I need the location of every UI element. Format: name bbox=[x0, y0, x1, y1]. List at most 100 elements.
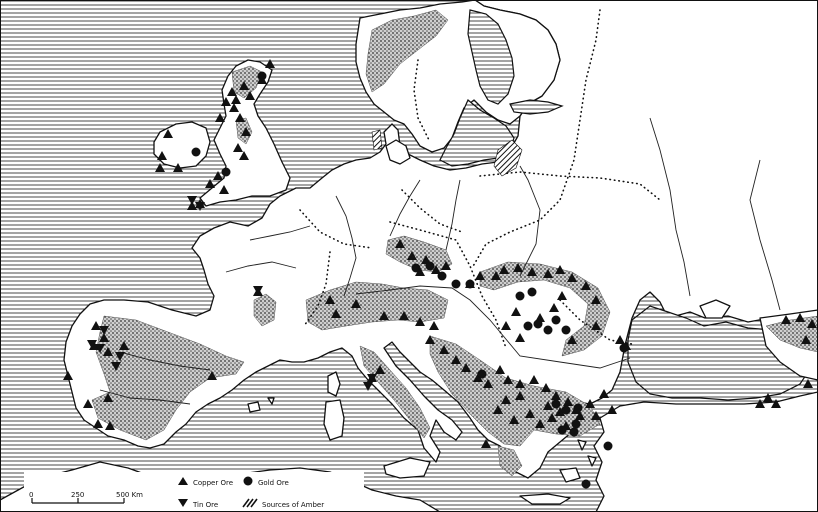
copper-ore-marker bbox=[541, 383, 551, 392]
gold-ore-marker bbox=[437, 271, 447, 281]
scandinavian-mountains bbox=[365, 9, 449, 93]
copper-ore-marker bbox=[555, 265, 565, 274]
crimea bbox=[699, 299, 731, 319]
copper-ore-marker bbox=[439, 345, 449, 354]
copper-ore-marker bbox=[607, 405, 617, 414]
copper-ore-marker bbox=[615, 335, 625, 344]
copper-ore-marker bbox=[407, 251, 417, 260]
copper-ore-marker bbox=[63, 371, 73, 380]
copper-ore-marker bbox=[245, 91, 255, 100]
gold-ore-marker bbox=[571, 419, 581, 429]
copper-ore-marker bbox=[535, 419, 545, 428]
vistula-river bbox=[519, 165, 541, 277]
gold-ore-marker bbox=[257, 71, 267, 81]
gold-ore-marker bbox=[603, 441, 613, 451]
gulf-of-finland bbox=[509, 99, 564, 115]
copper-ore-marker bbox=[219, 185, 229, 194]
copper-ore-marker bbox=[91, 321, 101, 330]
copper-ore-marker bbox=[781, 315, 791, 324]
balearics bbox=[247, 397, 275, 413]
copper-ore-marker bbox=[511, 307, 521, 316]
gold-ore-marker bbox=[425, 261, 435, 271]
legend-amber-label: Sources of Amber bbox=[262, 501, 324, 509]
gold-ore-marker bbox=[477, 369, 487, 379]
elbe-oder-rivers bbox=[389, 179, 461, 251]
copper-ore-marker bbox=[395, 239, 405, 248]
gold-ore-marker bbox=[411, 263, 421, 273]
amber-symbol bbox=[242, 498, 258, 508]
copper-ore-marker bbox=[803, 379, 813, 388]
copper-ore-marker bbox=[119, 341, 129, 350]
gold-ore-marker bbox=[581, 479, 591, 489]
don-river bbox=[749, 159, 781, 311]
gold-ore-marker bbox=[523, 321, 533, 331]
copper-ore-marker bbox=[551, 391, 561, 400]
tin-ore-marker bbox=[187, 196, 197, 205]
tin-ore-marker bbox=[99, 326, 109, 335]
copper-ore-marker bbox=[441, 261, 451, 270]
anatolia bbox=[593, 391, 818, 512]
culture-border bbox=[413, 59, 431, 143]
copper-ore-marker bbox=[549, 303, 559, 312]
copper-ore-marker bbox=[105, 421, 115, 430]
copper-ore-marker bbox=[567, 273, 577, 282]
copper-ore-marker bbox=[187, 201, 197, 210]
copper-ore-marker bbox=[801, 335, 811, 344]
copper-ore-marker bbox=[575, 411, 585, 420]
copper-ore-marker bbox=[515, 391, 525, 400]
legend-gold-label: Gold Ore bbox=[258, 479, 289, 487]
gold-ore-marker bbox=[515, 291, 525, 301]
tin-ore-marker bbox=[253, 286, 263, 295]
gold-ore-marker bbox=[451, 279, 461, 289]
copper-ore-marker bbox=[157, 151, 167, 160]
gulf-of-bothnia bbox=[467, 9, 515, 105]
copper-ore-marker bbox=[431, 265, 441, 274]
copper-ore-marker bbox=[233, 143, 243, 152]
copper-ore-marker bbox=[557, 291, 567, 300]
culture-border bbox=[389, 221, 507, 349]
copper-ore-marker bbox=[213, 171, 223, 180]
baltic-sea bbox=[439, 99, 515, 167]
tin-ore-marker bbox=[87, 340, 97, 349]
copper-ore-marker bbox=[207, 371, 217, 380]
copper-ore-marker bbox=[503, 375, 513, 384]
copper-ore-marker bbox=[239, 151, 249, 160]
carpathians bbox=[479, 261, 611, 357]
copper-ore-marker bbox=[325, 295, 335, 304]
copper-ore-marker bbox=[215, 113, 225, 122]
amber-source bbox=[371, 129, 383, 151]
scale-zero: 0 bbox=[29, 491, 33, 499]
pyrenees-iberia bbox=[91, 315, 245, 441]
copper-ore-marker bbox=[493, 405, 503, 414]
culture-border bbox=[559, 299, 633, 345]
tin-ore-marker bbox=[195, 202, 205, 211]
gold-ore-marker bbox=[557, 425, 567, 435]
copper-ore-symbol bbox=[178, 477, 188, 485]
copper-ore-marker bbox=[415, 317, 425, 326]
greece-mountains bbox=[497, 445, 523, 477]
copper-ore-marker bbox=[491, 271, 501, 280]
gold-ore-marker bbox=[465, 279, 475, 289]
copper-ore-marker bbox=[515, 333, 525, 342]
copper-ore-marker bbox=[529, 375, 539, 384]
copper-ore-marker bbox=[173, 163, 183, 172]
copper-ore-marker bbox=[591, 411, 601, 420]
map-legend: Copper Ore Tin Ore Gold Ore Sources of A… bbox=[24, 472, 364, 512]
gold-ore-symbol bbox=[243, 476, 253, 486]
copper-ore-marker bbox=[227, 87, 237, 96]
copper-ore-marker bbox=[555, 407, 565, 416]
copper-ore-marker bbox=[567, 335, 577, 344]
copper-ore-marker bbox=[483, 379, 493, 388]
gold-ore-marker bbox=[573, 403, 583, 413]
gold-ore-marker bbox=[527, 287, 537, 297]
copper-ore-marker bbox=[155, 163, 165, 172]
crete bbox=[519, 493, 571, 505]
copper-ore-marker bbox=[93, 419, 103, 428]
iberian-rivers bbox=[99, 351, 211, 405]
alps bbox=[305, 281, 449, 331]
copper-ore-marker bbox=[499, 265, 509, 274]
copper-ore-marker bbox=[231, 95, 241, 104]
gold-ore-marker bbox=[543, 325, 553, 335]
copper-ore-marker bbox=[429, 321, 439, 330]
